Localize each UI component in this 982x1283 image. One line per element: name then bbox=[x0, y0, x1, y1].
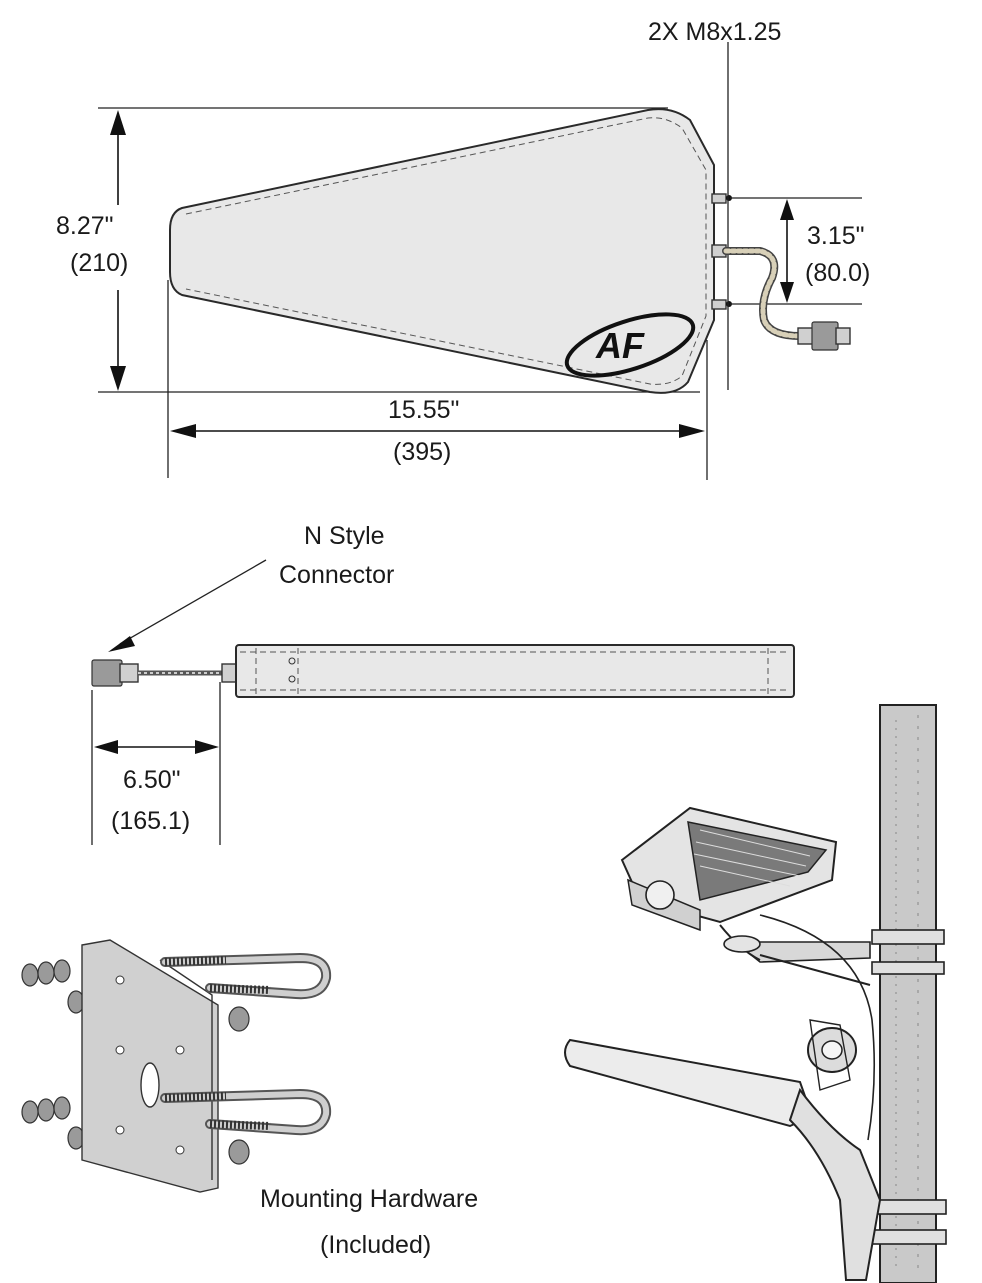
af-logo-text: AF bbox=[595, 325, 645, 366]
hardware-label-line1: Mounting Hardware bbox=[260, 1185, 478, 1213]
height-arrow-up bbox=[110, 110, 126, 135]
cable-mm-label: (165.1) bbox=[111, 807, 190, 835]
mounting-hardware bbox=[22, 940, 326, 1192]
hardware-label-line2: (Included) bbox=[320, 1231, 431, 1259]
utility-pole bbox=[880, 705, 936, 1283]
keyhole-slot bbox=[141, 1063, 159, 1107]
loose-nut-upper bbox=[229, 1007, 249, 1031]
mounting-stud-bottom bbox=[712, 300, 726, 309]
length-mm-label: (395) bbox=[393, 438, 451, 466]
length-inch-label: 15.55" bbox=[388, 396, 459, 424]
thread-spec-label: 2X M8x1.25 bbox=[648, 18, 781, 46]
spacing-inch-label: 3.15" bbox=[807, 222, 865, 250]
connector-leader-arrow bbox=[108, 636, 135, 652]
pole-clamp-upper bbox=[872, 930, 944, 944]
spacing-arrow-down bbox=[780, 282, 794, 303]
loose-nut-lower bbox=[229, 1140, 249, 1164]
height-arrow-down bbox=[110, 366, 126, 391]
length-arrow-left bbox=[170, 424, 196, 438]
spacing-arrow-up bbox=[780, 199, 794, 220]
n-connector-top bbox=[798, 322, 850, 350]
height-inch-label: 8.27" bbox=[56, 212, 114, 240]
antenna-top-view: AF bbox=[98, 42, 862, 480]
cable-arrow-left bbox=[94, 740, 118, 754]
lamp-bracket-arm bbox=[790, 1090, 880, 1280]
mounting-stud-top bbox=[712, 194, 726, 203]
height-mm-label: (210) bbox=[70, 249, 128, 277]
spacing-mm-label: (80.0) bbox=[805, 259, 870, 287]
antenna-side-body bbox=[236, 645, 794, 697]
connector-leader-line bbox=[120, 560, 266, 644]
antenna-side-view bbox=[92, 560, 794, 845]
length-arrow-right bbox=[679, 424, 705, 438]
street-lamp-head bbox=[565, 1040, 812, 1126]
cable-inch-label: 6.50" bbox=[123, 766, 181, 794]
connector-label-line2: Connector bbox=[279, 561, 394, 589]
cable-arrow-right bbox=[195, 740, 219, 754]
connector-label-line1: N Style bbox=[304, 522, 385, 550]
pole-installation-illustration bbox=[565, 705, 946, 1283]
n-connector-side bbox=[92, 660, 122, 686]
